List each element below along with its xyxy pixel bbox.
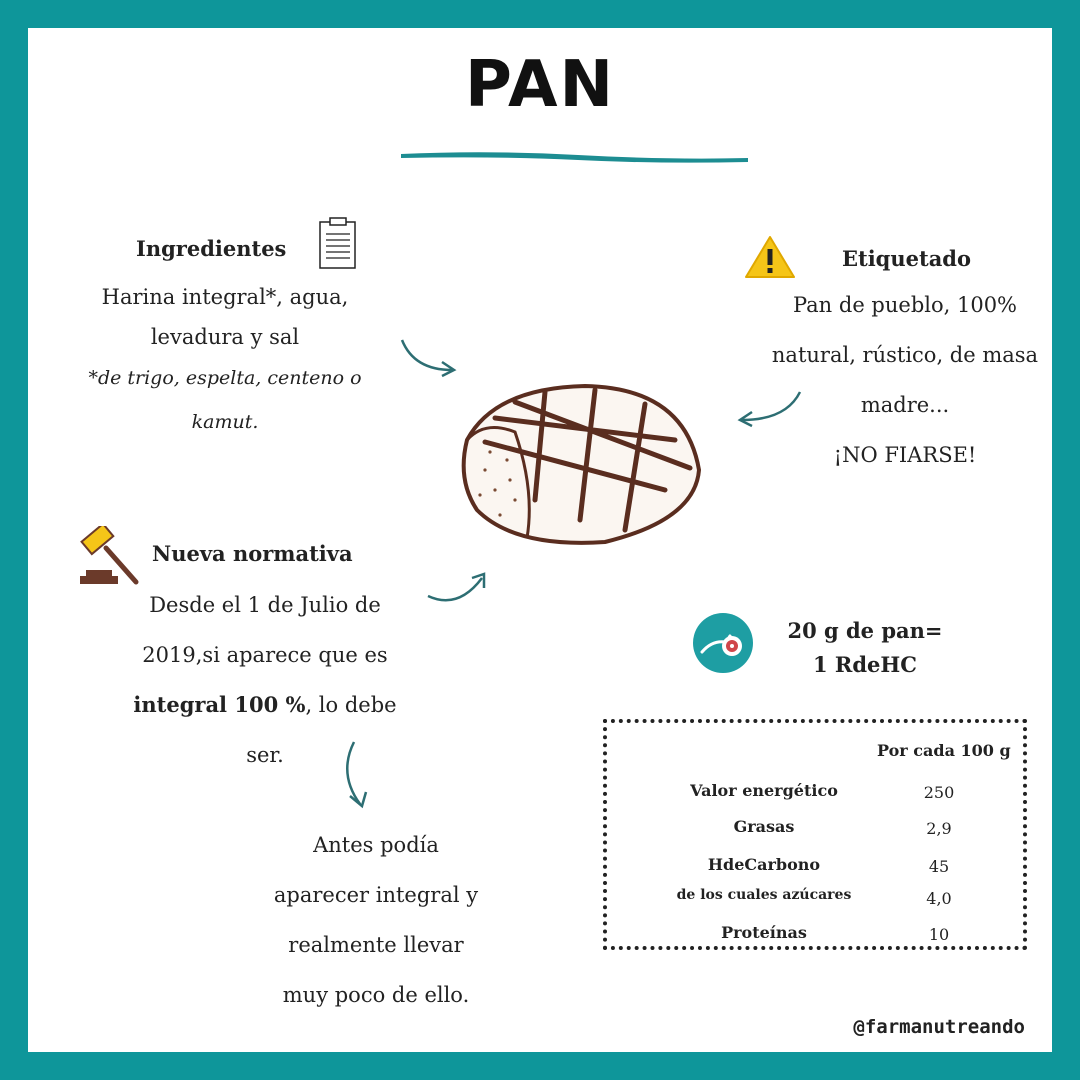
arrow-icon (737, 391, 802, 428)
ration-icon (693, 613, 753, 673)
ingredients-note: *de trigo, espelta, centeno o kamut. (88, 367, 362, 433)
labeling-heading: Etiquetado (832, 246, 983, 271)
title-underline (401, 152, 748, 163)
nutrition-value: 4,0 (926, 889, 952, 908)
nutrition-label: HdeCarbono (707, 855, 821, 874)
page-title: PAN (464, 48, 616, 122)
labeling-text: Pan de pueblo, 100% natural, rústico, de… (771, 293, 1039, 467)
nutrition-label: Valor energético (690, 781, 838, 800)
nutrition-value: 250 (923, 783, 955, 802)
ingredients-text: Harina integral*, agua, levadura y sal (101, 285, 349, 349)
arrow-down-icon (346, 741, 368, 809)
regulation-heading: Nueva normativa (142, 541, 365, 566)
nutrition-value: 2,9 (926, 819, 952, 838)
nutrition-label: de los cuales azúcares (676, 887, 852, 903)
serving-equivalence: 20 g de pan= 1 RdeHC (787, 618, 943, 677)
ingredients-heading: Ingredientes (125, 236, 299, 261)
bread-illustration (461, 383, 702, 545)
arrow-icon (427, 572, 486, 602)
clipboard-icon (319, 217, 356, 269)
nutrition-value: 45 (928, 857, 950, 876)
regulation-text: Desde el 1 de Julio de 2019,si aparece q… (133, 593, 397, 767)
before-text: Antes podía aparecer integral y realment… (273, 833, 479, 1007)
arrow-icon (400, 339, 457, 378)
nutrition-header: Por cada 100 g (877, 741, 1011, 760)
nutrition-label: Proteínas (721, 923, 807, 942)
gavel-icon (80, 526, 139, 585)
social-handle: @farmanutreando (853, 1016, 1025, 1038)
warning-icon (745, 236, 795, 278)
nutrition-table: Por cada 100 g Valor energético 250 Gras… (603, 719, 1027, 950)
nutrition-label: Grasas (733, 817, 795, 836)
nutrition-value: 10 (928, 925, 950, 944)
